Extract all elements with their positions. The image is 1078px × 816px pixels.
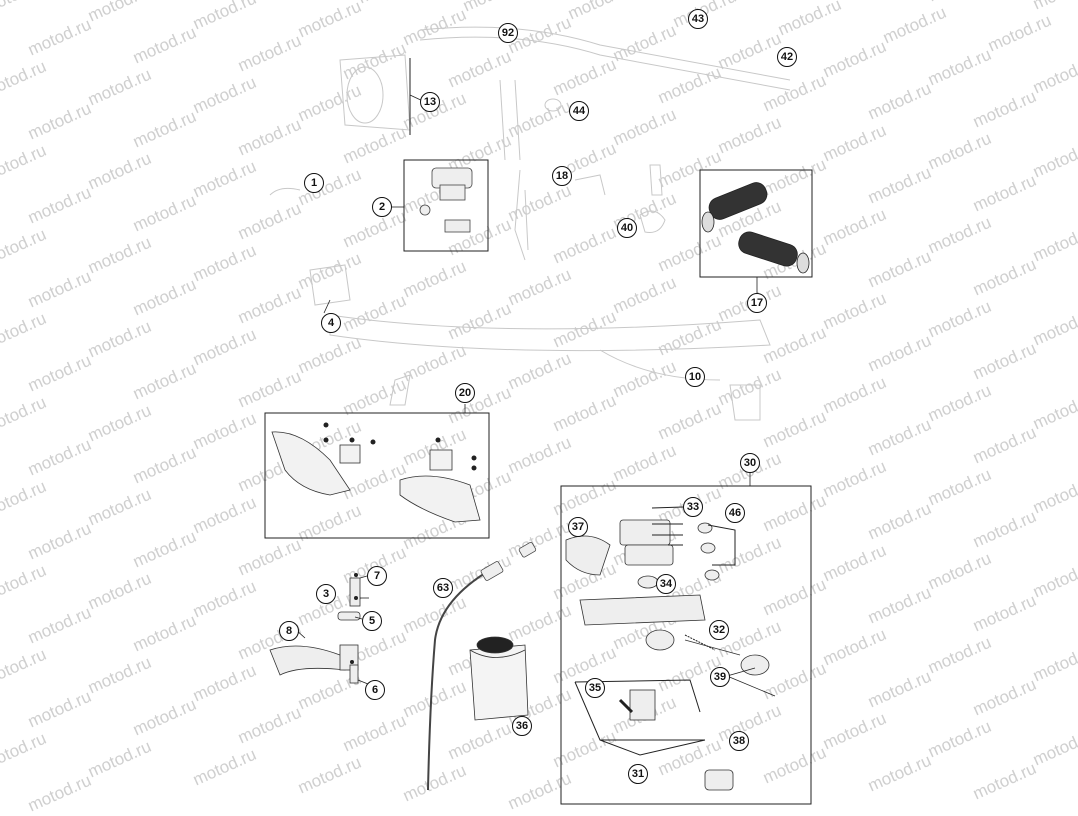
part-callout-17[interactable]: 17	[747, 293, 767, 313]
part-callout-8[interactable]: 8	[279, 621, 299, 641]
part-callout-38[interactable]: 38	[729, 731, 749, 751]
part-callout-7[interactable]: 7	[367, 566, 387, 586]
part-callout-46[interactable]: 46	[725, 503, 745, 523]
part-callout-18[interactable]: 18	[552, 166, 572, 186]
part-callout-6[interactable]: 6	[365, 680, 385, 700]
part-callout-20[interactable]: 20	[455, 383, 475, 403]
part-callout-30[interactable]: 30	[740, 453, 760, 473]
part-callout-3[interactable]: 3	[316, 584, 336, 604]
part-callout-31[interactable]: 31	[628, 764, 648, 784]
part-callout-32[interactable]: 32	[709, 620, 729, 640]
part-callout-1[interactable]: 1	[304, 173, 324, 193]
part-callout-92[interactable]: 92	[498, 23, 518, 43]
part-callout-4[interactable]: 4	[321, 313, 341, 333]
part-callout-33[interactable]: 33	[683, 497, 703, 517]
part-callout-2[interactable]: 2	[372, 197, 392, 217]
part-30-box	[561, 486, 811, 804]
part-callout-39[interactable]: 39	[710, 667, 730, 687]
part-callout-13[interactable]: 13	[420, 92, 440, 112]
part-callout-5[interactable]: 5	[362, 611, 382, 631]
part-callout-43[interactable]: 43	[688, 9, 708, 29]
part-callout-37[interactable]: 37	[568, 517, 588, 537]
part-callout-42[interactable]: 42	[777, 47, 797, 67]
part-callout-34[interactable]: 34	[656, 574, 676, 594]
part-callout-40[interactable]: 40	[617, 218, 637, 238]
part-callout-36[interactable]: 36	[512, 716, 532, 736]
part-callout-35[interactable]: 35	[585, 678, 605, 698]
part-callout-63[interactable]: 63	[433, 578, 453, 598]
part-callout-10[interactable]: 10	[685, 367, 705, 387]
part-callout-44[interactable]: 44	[569, 101, 589, 121]
